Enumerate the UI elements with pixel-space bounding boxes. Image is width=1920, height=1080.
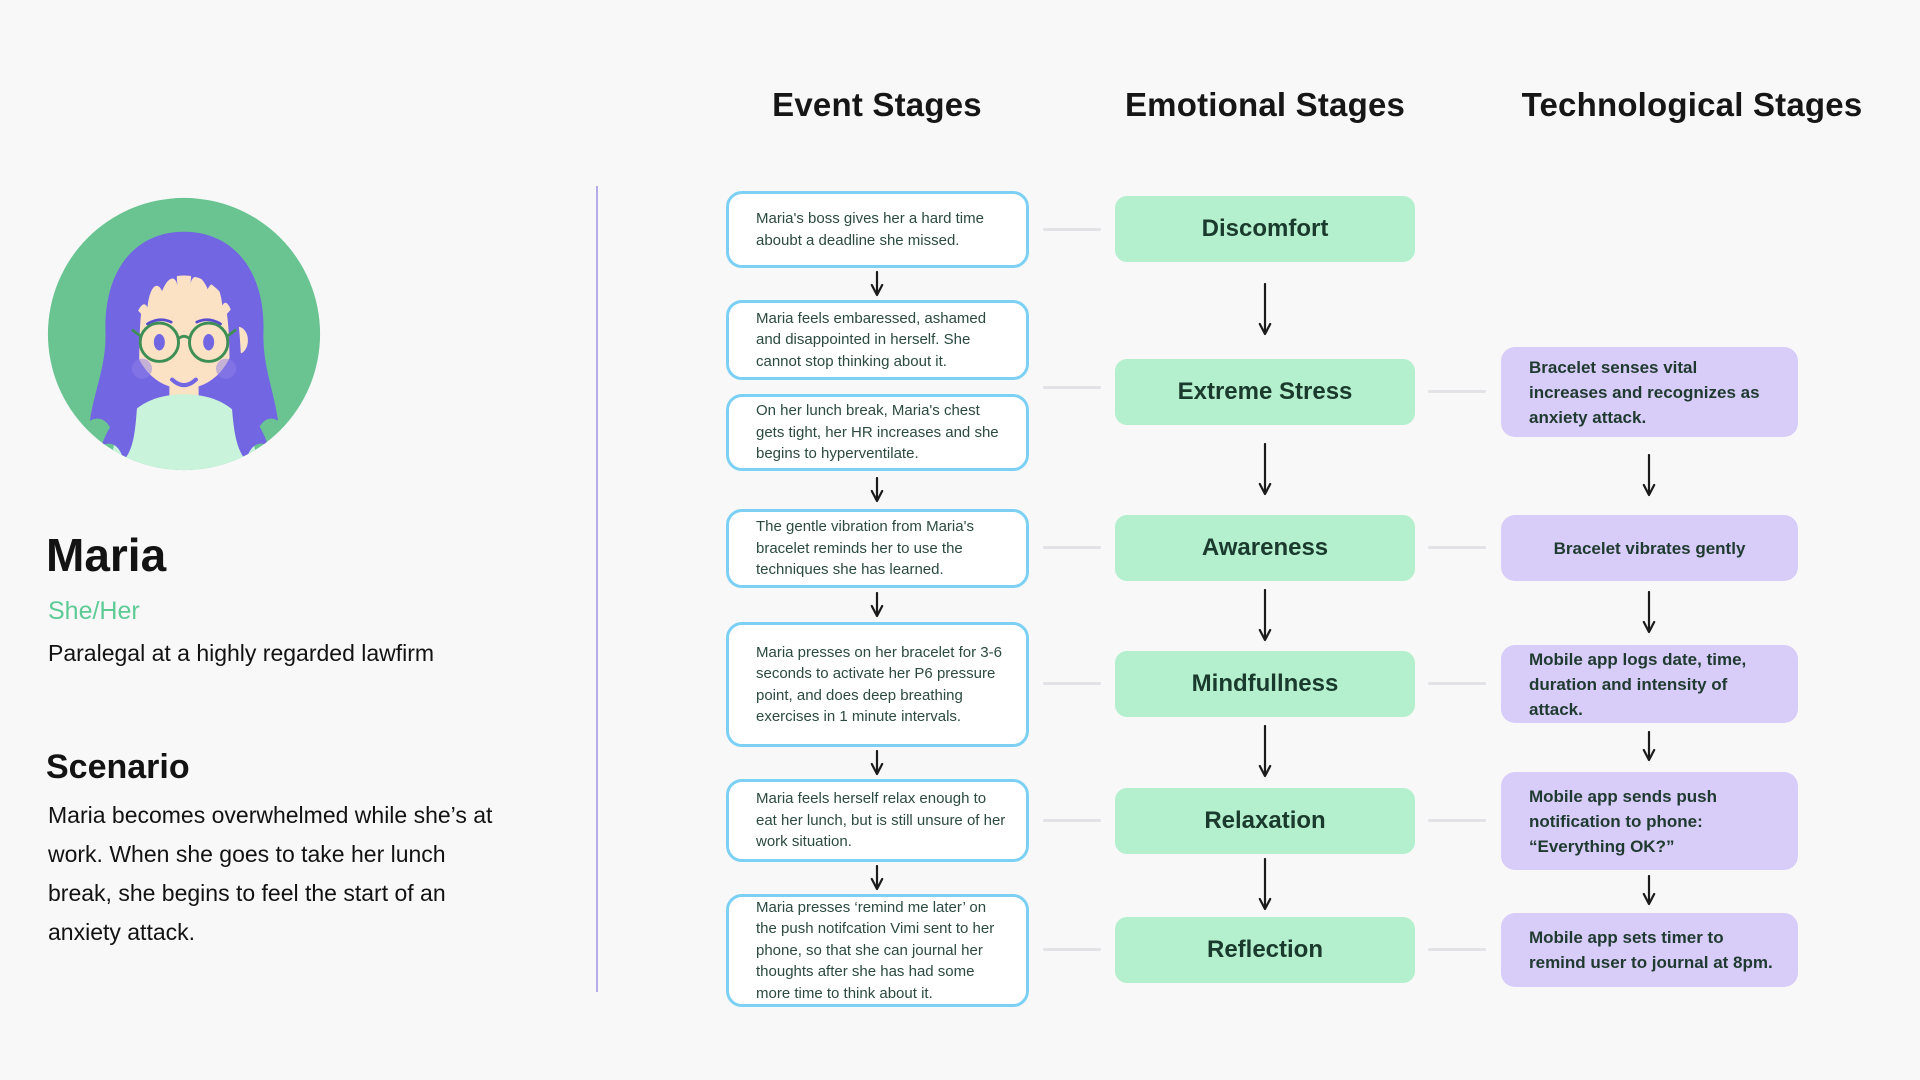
emotional-box-reflection: Reflection: [1115, 917, 1415, 983]
arrow-down-icon: [870, 865, 884, 891]
event-stages-header: Event Stages: [772, 86, 982, 123]
connector-line: [1428, 948, 1486, 951]
connector-line: [1043, 228, 1101, 231]
arrow-down-icon: [870, 592, 884, 618]
tech-box-2: Bracelet vibrates gently: [1501, 515, 1798, 581]
event-box-5: Maria presses on her bracelet for 3-6 se…: [726, 622, 1029, 747]
emotional-box-mindfullness: Mindfullness: [1115, 651, 1415, 717]
connector-line: [1043, 948, 1101, 951]
emotional-box-extreme-stress: Extreme Stress: [1115, 359, 1415, 425]
arrow-down-icon: [1258, 725, 1272, 779]
arrow-down-icon: [1258, 858, 1272, 912]
arrow-down-icon: [870, 477, 884, 503]
arrow-down-icon: [870, 271, 884, 297]
tech-box-1: Bracelet senses vital increases and reco…: [1501, 347, 1798, 437]
emotional-box-discomfort: Discomfort: [1115, 196, 1415, 262]
tech-box-5: Mobile app sets timer to remind user to …: [1501, 913, 1798, 987]
persona-role: Paralegal at a highly regarded lawfirm: [48, 640, 435, 666]
emotional-stages-header: Emotional Stages: [1124, 86, 1406, 123]
persona-name: Maria: [46, 529, 167, 581]
event-box-7: Maria presses ‘remind me later’ on the p…: [726, 894, 1029, 1007]
event-box-2: Maria feels embaressed, ashamed and disa…: [726, 300, 1029, 380]
connector-line: [1428, 390, 1486, 393]
event-box-6: Maria feels herself relax enough to eat …: [726, 779, 1029, 862]
technological-stages-header: Technological Stages: [1521, 86, 1863, 123]
connector-line: [1043, 682, 1101, 685]
tech-box-3: Mobile app logs date, time, duration and…: [1501, 645, 1798, 723]
persona-pronouns: She/Her: [48, 597, 140, 625]
arrow-down-icon: [1642, 591, 1656, 635]
arrow-down-icon: [1258, 589, 1272, 643]
connector-line: [1428, 819, 1486, 822]
avatar: [47, 197, 321, 471]
tech-box-4: Mobile app sends push notification to ph…: [1501, 772, 1798, 870]
connector-line: [1428, 546, 1486, 549]
maria-avatar-illustration: [47, 197, 321, 471]
emotional-box-relaxation: Relaxation: [1115, 788, 1415, 854]
connector-line: [1043, 819, 1101, 822]
connector-line: [1043, 546, 1101, 549]
section-divider-line: [596, 186, 598, 992]
emotional-box-awareness: Awareness: [1115, 515, 1415, 581]
connector-line: [1043, 386, 1101, 389]
arrow-down-icon: [1642, 454, 1656, 498]
event-box-1: Maria's boss gives her a hard time aboub…: [726, 191, 1029, 268]
arrow-down-icon: [1258, 283, 1272, 337]
event-box-4: The gentle vibration from Maria's bracel…: [726, 509, 1029, 588]
arrow-down-icon: [1642, 875, 1656, 907]
event-box-3: On her lunch break, Maria's chest gets t…: [726, 394, 1029, 471]
arrow-down-icon: [870, 750, 884, 776]
scenario-title: Scenario: [46, 748, 190, 786]
scenario-text: Maria becomes overwhelmed while she’s at…: [48, 802, 493, 945]
connector-line: [1428, 682, 1486, 685]
arrow-down-icon: [1258, 443, 1272, 497]
arrow-down-icon: [1642, 731, 1656, 763]
